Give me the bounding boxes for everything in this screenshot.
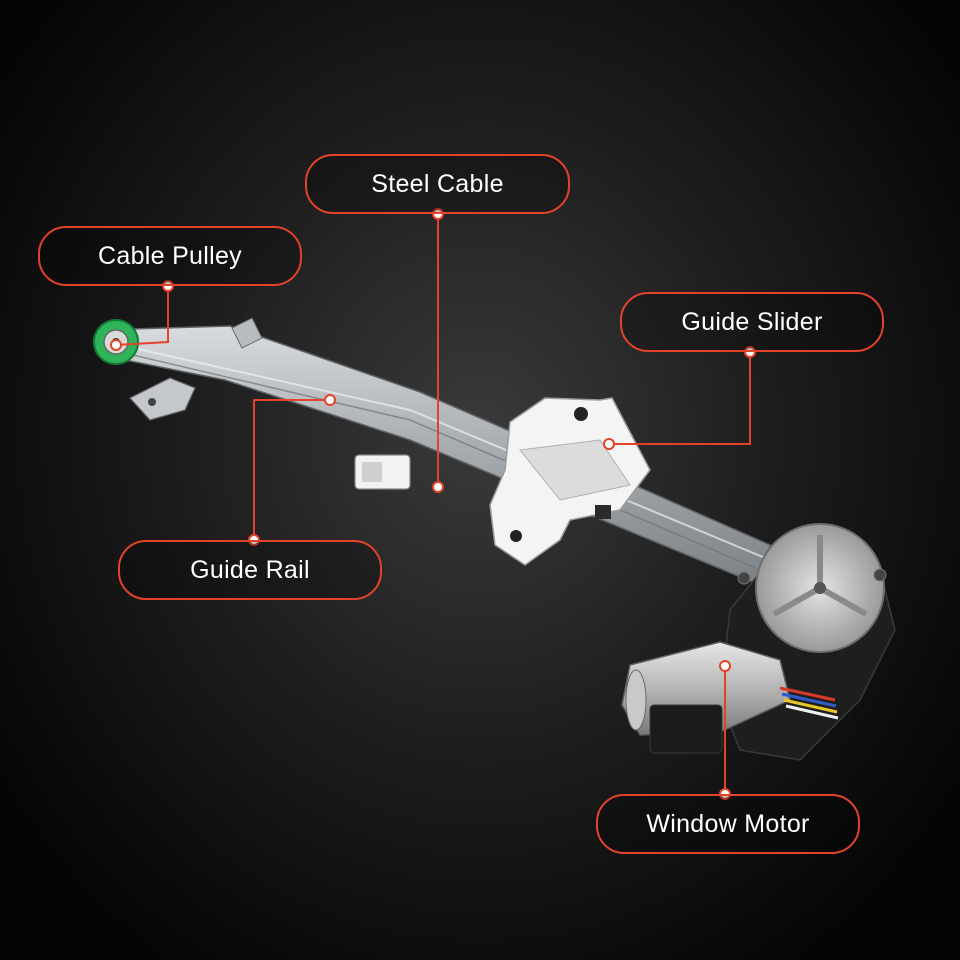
mounting-bracket-left — [129, 377, 196, 421]
cable-pulley-dot — [110, 339, 122, 351]
guide-slider-dot — [603, 438, 615, 450]
steel-cable-dot — [432, 481, 444, 493]
window-motor — [621, 523, 896, 761]
guide-rail-callout: Guide Rail — [118, 540, 382, 600]
cable-pulley-callout-text: Cable Pulley — [98, 241, 242, 270]
cable-pulley-leader — [115, 286, 169, 346]
window-motor-callout: Window Motor — [596, 794, 860, 854]
guide-slider — [489, 397, 651, 566]
cable-clip — [354, 454, 411, 490]
guide-slider-callout: Guide Slider — [620, 292, 884, 352]
steel-cable-callout: Steel Cable — [305, 154, 570, 214]
guide-slider-callout-text: Guide Slider — [681, 307, 823, 336]
window-motor-callout-text: Window Motor — [646, 809, 810, 838]
steel-cable-dot-top — [432, 208, 444, 220]
leader-lines — [115, 214, 751, 794]
steel-cable-callout-text: Steel Cable — [371, 169, 504, 198]
guide-rail-callout-text: Guide Rail — [190, 555, 310, 584]
cable-pulley-callout: Cable Pulley — [38, 226, 302, 286]
guide-rail-dot — [324, 394, 336, 406]
guide-slider-dot-top — [744, 346, 756, 358]
guide-rail-leader — [253, 399, 330, 540]
window-motor-dot — [719, 660, 731, 672]
mounting-bracket-top — [231, 317, 263, 349]
guide-slider-leader — [609, 352, 751, 445]
cable-pulley-dot-top — [162, 280, 174, 292]
